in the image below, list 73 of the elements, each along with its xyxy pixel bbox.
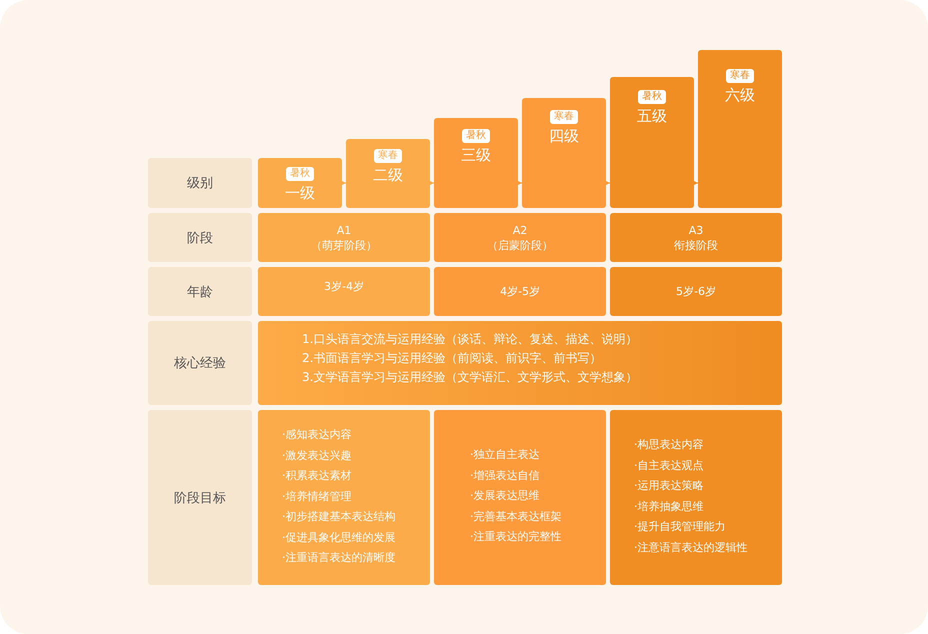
chevron-arrow [518,181,522,185]
level-box [698,50,782,208]
goal-item: ·构思表达内容 [634,437,704,453]
goal-cell [610,410,782,585]
stage-code: A3 [688,222,704,238]
goal-item: ·激发表达兴趣 [282,448,352,464]
stage-code: A2 [512,222,528,238]
goal-item: ·注重语言表达的清晰度 [282,550,396,566]
row-header: 阶段 [187,230,213,246]
goal-cell [434,410,606,585]
age-cell [610,267,782,316]
level-box [610,77,694,208]
season-tag: 寒春 [550,110,578,124]
level-name: 二级 [373,165,403,185]
row-header: 年龄 [187,284,213,300]
row-header: 级别 [187,175,213,192]
chevron-arrow [694,181,698,185]
goal-item: ·完善基本表达框架 [470,508,562,524]
core-experience-item: 3.文学语言学习与运用经验（文学语汇、文学形式、文学想象） [302,369,638,386]
core-experience-cell [258,321,782,405]
row-header-cell [148,267,252,316]
row-header-cell [148,158,252,208]
level-box [522,98,606,208]
chevron-arrow [342,181,346,185]
stage-code: A1 [336,222,352,238]
season-tag: 暑秋 [462,129,490,143]
level-name: 三级 [461,145,491,165]
goal-item: ·提升自我管理能力 [634,519,726,535]
age-range: 5岁-6岁 [676,284,716,299]
goal-item: ·自主表达观点 [634,458,704,474]
goal-item: ·培养抽象思维 [634,498,704,514]
season-tag: 暑秋 [286,167,314,181]
goal-item: ·注意语言表达的逻辑性 [634,540,748,556]
row-header-cell [148,321,252,405]
stage-cell [258,213,430,262]
row-header-cell [148,410,252,585]
goal-item: ·感知表达内容 [282,427,352,443]
season-tag: 寒春 [726,69,754,83]
level-box [258,158,342,208]
level-name: 六级 [725,85,755,105]
level-box [434,118,518,208]
season-tag: 暑秋 [638,90,666,104]
level-name: 四级 [549,126,579,146]
age-range: 4岁-5岁 [500,284,540,299]
goal-item: ·独立自主表达 [470,447,540,463]
age-cell [434,267,606,316]
age-cell [258,267,430,316]
row-header: 阶段目标 [174,490,226,506]
stage-name: 衔接阶段 [674,238,718,252]
stage-cell [434,213,606,262]
row-header-cell [148,213,252,262]
goal-item: ·积累表达素材 [282,468,352,484]
level-name: 五级 [637,106,667,126]
stage-cell [610,213,782,262]
goal-item: ·增强表达自信 [470,468,540,484]
age-range: 3岁-4岁 [324,279,364,294]
stage-name: （萌芽阶段） [311,238,377,252]
core-experience-item: 2.书面语言学习与运用经验（前阅读、前识字、前书写） [302,350,602,367]
goal-cell [258,410,430,585]
season-tag: 寒春 [374,149,402,163]
stage-name: （启蒙阶段） [487,238,553,252]
goal-item: ·运用表达策略 [634,478,704,494]
goal-item: ·促进具象化思维的发展 [282,530,396,546]
goal-item: ·初步搭建基本表达结构 [282,509,396,525]
goal-item: ·发展表达思维 [470,488,540,504]
row-header: 核心经验 [174,355,226,372]
chevron-arrow [430,181,434,185]
level-name: 一级 [285,183,315,203]
goal-item: ·注重表达的完整性 [470,529,562,545]
goal-item: ·培养情绪管理 [282,488,352,504]
core-experience-item: 1.口头语言交流与运用经验（谈话、辩论、复述、描述、说明） [302,331,638,348]
chevron-arrow [606,181,610,185]
level-box [346,139,430,208]
